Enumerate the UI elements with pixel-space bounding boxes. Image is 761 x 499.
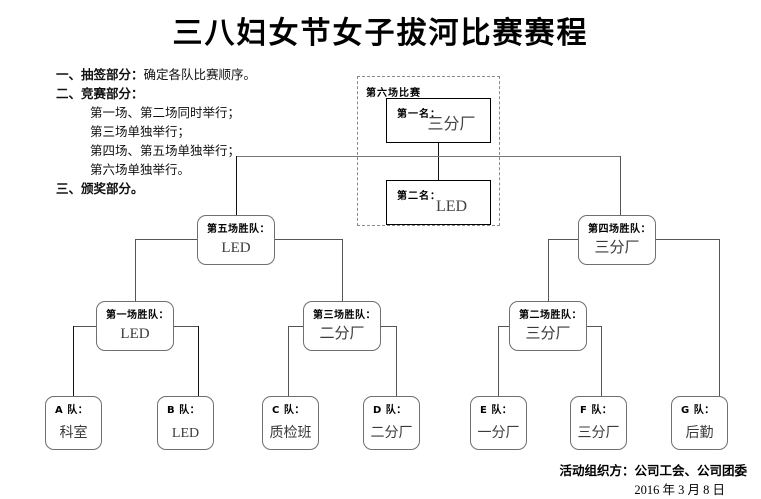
semifinal-box-left[interactable]: 第五场胜队： LED: [197, 215, 275, 265]
team-g-value: 后勤: [685, 426, 714, 441]
connector-down-to-qf1: [135, 239, 136, 301]
quarterfinal-3-label: 第三场胜队：: [313, 310, 376, 321]
semifinal-left-label: 第五场胜队：: [207, 224, 270, 235]
team-e-label: E 队：: [480, 405, 513, 416]
connector-qf2-in-left: [498, 326, 509, 327]
connector-down-to-team-e: [498, 326, 499, 396]
footer-organizer: 活动组织方：公司工会、公司团委: [559, 463, 747, 478]
team-a-value: 科室: [59, 426, 88, 441]
desc-line-7: 三、颁奖部分。: [56, 180, 356, 199]
desc-head-2: 竞赛部分：: [81, 87, 144, 101]
team-c-value: 质检班: [269, 426, 312, 441]
desc-line-2: 二、竞赛部分：: [56, 85, 356, 104]
team-box-f[interactable]: F 队： 三分厂: [570, 396, 627, 450]
team-box-a[interactable]: A 队： 科室: [45, 396, 102, 450]
team-e-value: 一分厂: [477, 426, 520, 441]
connector-semifinal-right-in-left: [548, 239, 578, 240]
desc-head-1: 抽签部分：: [81, 68, 144, 82]
desc-num-7: 三、: [56, 182, 82, 196]
connector-down-to-qf3: [342, 239, 343, 301]
quarterfinal-box-2[interactable]: 第二场胜队： 三分厂: [509, 301, 587, 351]
team-d-label: D 队：: [373, 405, 407, 416]
team-box-g[interactable]: G 队： 后勤: [671, 396, 728, 450]
desc-num-1: 一、: [56, 68, 82, 82]
team-g-label: G 队：: [681, 405, 715, 416]
team-c-label: C 队：: [272, 405, 305, 416]
desc-line-1: 一、抽签部分：确定各队比赛顺序。: [56, 66, 356, 85]
connector-semifinal-left-in-right: [275, 239, 342, 240]
second-place-value: LED: [435, 198, 468, 215]
desc-head-7: 颁奖部分。: [81, 182, 144, 196]
team-b-value: LED: [171, 426, 200, 441]
quarterfinal-2-value: 三分厂: [525, 326, 571, 342]
desc-line-3: 第一场、第二场同时举行；: [90, 106, 241, 120]
connector-down-to-team-c: [288, 326, 289, 396]
team-f-value: 三分厂: [577, 426, 620, 441]
semifinal-right-value: 三分厂: [594, 240, 640, 256]
final-group-caption: 第六场比赛: [366, 88, 421, 99]
final-group-container: [357, 76, 500, 226]
connector-final-vertical: [438, 143, 440, 180]
quarterfinal-box-3[interactable]: 第三场胜队： 二分厂: [303, 301, 381, 351]
team-f-label: F 队：: [580, 405, 613, 416]
quarterfinal-box-1[interactable]: 第一场胜队： LED: [96, 301, 174, 351]
desc-line-4: 第三场单独举行；: [90, 125, 191, 139]
second-place-label: 第二名：: [397, 191, 441, 202]
semifinal-box-right[interactable]: 第四场胜队： 三分厂: [578, 215, 656, 265]
connector-spine-horizontal: [236, 156, 621, 157]
description-block: 一、抽签部分：确定各队比赛顺序。 二、竞赛部分： 第一场、第二场同时举行； 第三…: [56, 66, 356, 199]
desc-line-6: 第六场单独举行。: [90, 163, 191, 177]
quarterfinal-2-label: 第二场胜队：: [519, 310, 582, 321]
connector-down-to-team-a: [73, 326, 75, 396]
desc-line-5: 第四场、第五场单独举行；: [90, 144, 241, 158]
desc-text-1: 确定各队比赛顺序。: [143, 68, 257, 82]
first-place-box[interactable]: 第一名： 三分厂: [386, 98, 491, 143]
first-place-label: 第一名：: [397, 109, 441, 120]
second-place-box[interactable]: 第二名： LED: [386, 180, 491, 225]
connector-down-to-team-g: [719, 239, 720, 396]
semifinal-right-label: 第四场胜队：: [588, 224, 651, 235]
connector-down-to-team-b: [198, 326, 200, 396]
connector-qf3-in-right: [381, 326, 396, 327]
connector-down-to-team-f: [601, 326, 602, 396]
team-d-value: 二分厂: [370, 426, 413, 441]
connector-qf2-in-right: [587, 326, 601, 327]
connector-spine-to-semifinal-left: [236, 156, 238, 215]
footer-date: 2016 年 3 月 8 日: [634, 483, 725, 497]
quarterfinal-1-label: 第一场胜队：: [106, 310, 169, 321]
quarterfinal-3-value: 二分厂: [319, 326, 365, 342]
connector-down-to-qf2: [548, 239, 549, 301]
connector-spine-to-semifinal-right: [620, 156, 621, 215]
connector-qf3-in-left: [288, 326, 303, 327]
team-b-label: B 队：: [167, 405, 201, 416]
team-box-e[interactable]: E 队： 一分厂: [470, 396, 527, 450]
team-a-label: A 队：: [55, 405, 89, 416]
desc-num-2: 二、: [56, 87, 82, 101]
team-box-c[interactable]: C 队： 质检班: [262, 396, 319, 450]
semifinal-left-value: LED: [221, 240, 251, 256]
connector-qf1-in-left: [73, 326, 96, 327]
quarterfinal-1-value: LED: [120, 326, 150, 342]
connector-qf1-in-right: [174, 326, 198, 327]
connector-semifinal-right-in-right: [656, 239, 719, 240]
team-box-b[interactable]: B 队： LED: [157, 396, 214, 450]
connector-down-to-team-d: [396, 326, 397, 396]
first-place-value: 三分厂: [427, 116, 476, 133]
page-title: 三八妇女节女子拔河比赛赛程: [172, 16, 589, 51]
team-box-d[interactable]: D 队： 二分厂: [363, 396, 420, 450]
connector-semifinal-left-in-left: [135, 239, 197, 240]
